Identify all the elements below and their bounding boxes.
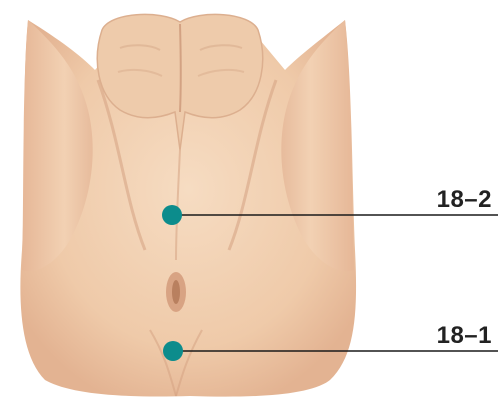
point-label-18-1: 18–1 xyxy=(437,324,492,348)
acupoint-marker-18-1 xyxy=(163,341,183,361)
acupoint-marker-18-2 xyxy=(162,205,182,225)
point-label-18-2: 18–2 xyxy=(437,188,492,212)
